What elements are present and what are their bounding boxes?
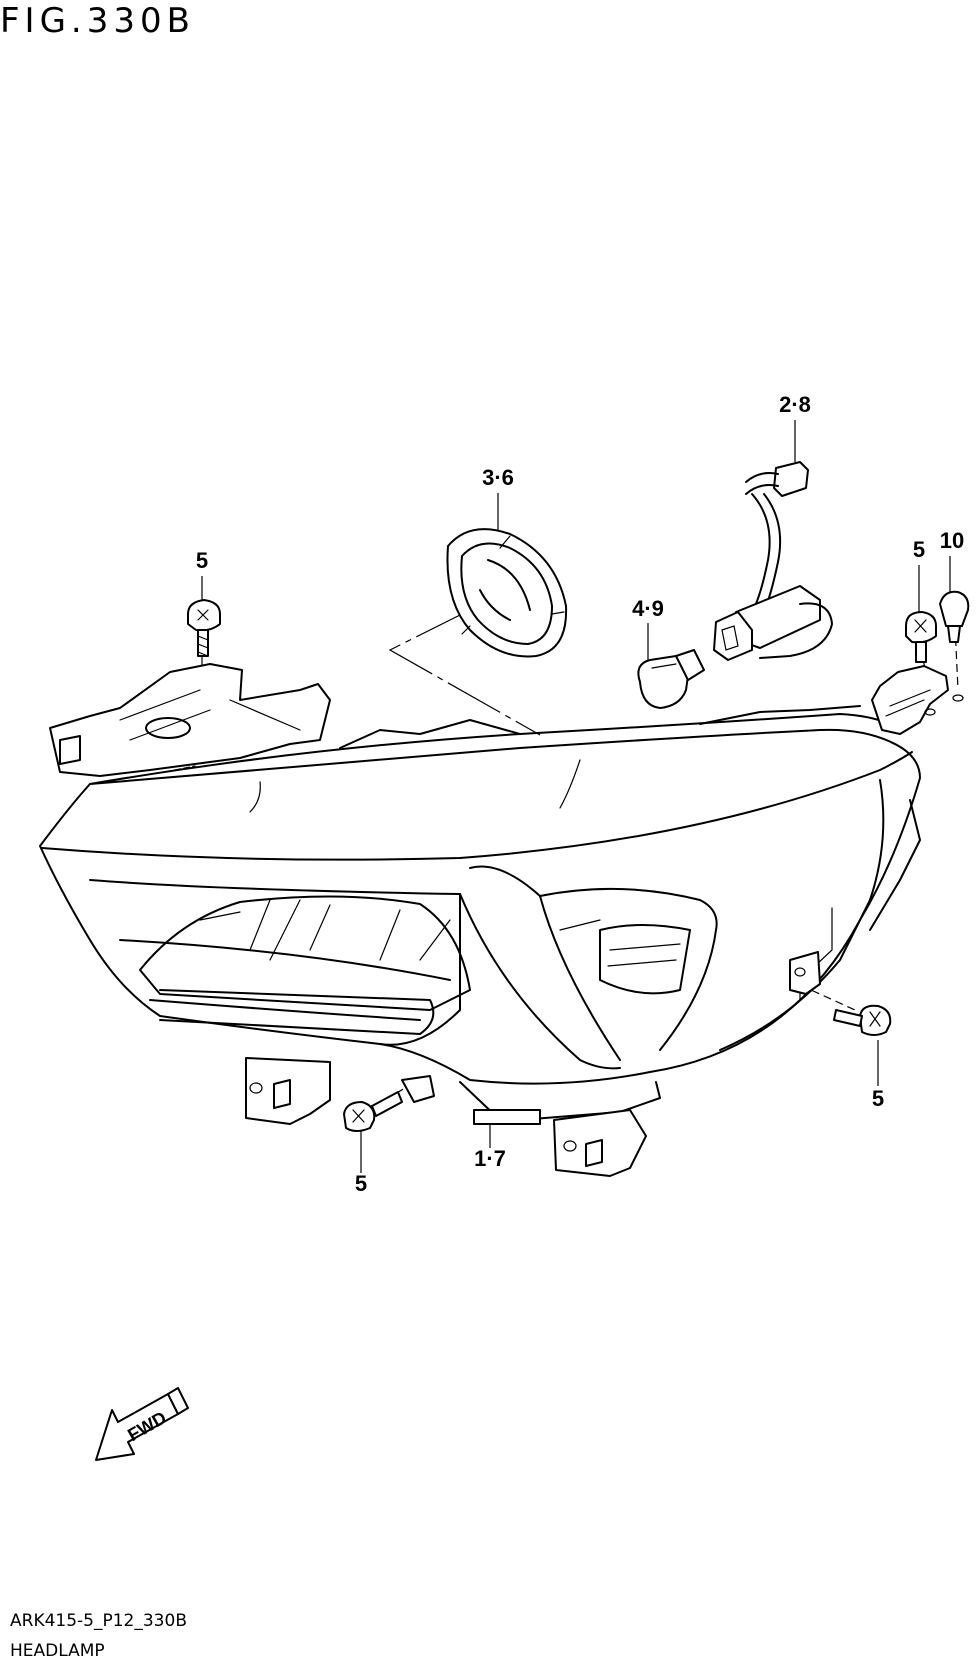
fwd-arrow-icon: FWD [95, 1387, 189, 1461]
footer-name: HEADLAMP [10, 1641, 105, 1661]
callout-3-6: 3·6 [482, 465, 514, 490]
callout-5-top-left: 5 [196, 548, 208, 573]
screw-bottom [343, 1091, 403, 1132]
figure-title: FIG.330B [0, 1, 195, 41]
callout-5-right: 5 [872, 1086, 884, 1111]
headlamp-housing [39, 663, 964, 1177]
footer-code: ARK415-5_P12_330B [10, 1611, 187, 1631]
clip-10 [939, 590, 970, 643]
callout-10: 10 [940, 528, 964, 553]
callout-2-8: 2·8 [779, 392, 811, 417]
bulb-cover-ring [446, 528, 568, 658]
socket-harness [713, 461, 833, 661]
callout-1-7: 1·7 [474, 1146, 506, 1171]
callout-5-top-right: 5 [913, 537, 925, 562]
callout-4-9: 4·9 [632, 596, 664, 621]
callout-5-bottom: 5 [355, 1171, 367, 1196]
screw-right [833, 1004, 892, 1036]
screw-top-left [187, 599, 221, 657]
screw-top-right [905, 611, 937, 663]
bulb [637, 649, 705, 709]
